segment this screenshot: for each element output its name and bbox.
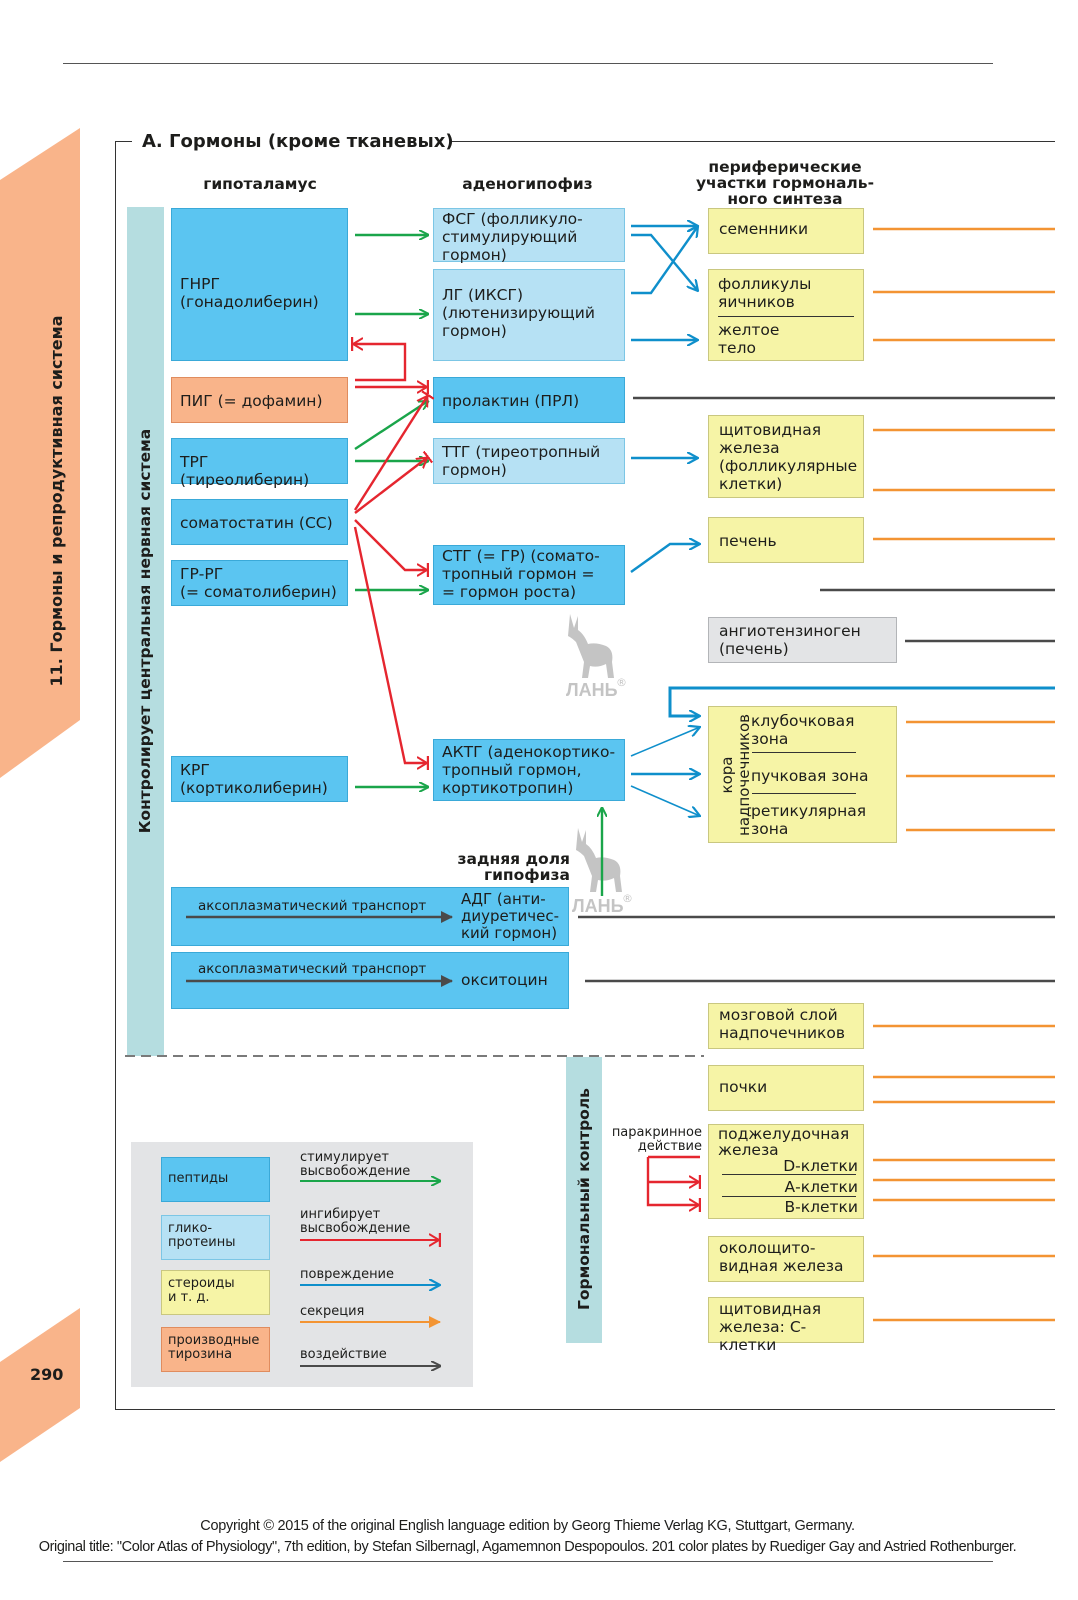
legend-secretion-label: секреция [300, 1304, 365, 1319]
trg-box: ТРГ (тиреолиберин) [171, 438, 348, 489]
frame-top-right [452, 141, 1055, 142]
cns-control-bar [127, 207, 164, 1056]
ovary-box [708, 269, 864, 361]
copyright-line-1: Copyright © 2015 of the original English… [200, 1518, 855, 1534]
liver-box: печень [708, 517, 864, 563]
oxytocin-label: окситоцин [461, 971, 548, 989]
adrenal-medulla-box: мозговой слой надпочечников [708, 1003, 864, 1049]
follicles-label: фолликулы яичников [718, 275, 812, 311]
legend-glycoproteins: глико- протеины [161, 1215, 270, 1260]
d-cells-label: D-клетки [783, 1157, 858, 1175]
top-rule [63, 63, 993, 64]
adrenal-divider-2 [752, 793, 856, 794]
parathyroid-box: околощито- видная железа [708, 1236, 864, 1282]
section-title: А. Гормоны (кроме тканевых) [142, 131, 454, 152]
header-hypothalamus: гипоталамус [203, 175, 317, 193]
fsh-box: ФСГ (фолликуло- стимулирующий гормон) [433, 208, 625, 264]
fasciculata-label: пучковая зона [751, 767, 869, 785]
frame-left [115, 141, 116, 1409]
copyright-line-2: Original title: "Color Atlas of Physiolo… [38, 1539, 1017, 1555]
watermark-1: ЛАНЬ ® [548, 612, 628, 704]
kidneys-box: почки [708, 1065, 864, 1111]
cns-control-label: Контролирует центральная нервная система [136, 428, 154, 834]
header-peripheral: периферические участки гормональ- ного с… [695, 158, 875, 208]
axoplasmic-transport-label-2: аксоплазматический транспорт [198, 961, 427, 977]
b-cells-label: В-клетки [784, 1198, 859, 1216]
glomerulosa-label: клубочковая зона [751, 712, 855, 748]
reticularis-label: ретикулярная зона [751, 802, 867, 838]
legend-steroids: стероиды и т. д. [161, 1270, 270, 1315]
watermark-2: ЛАНЬ ® [556, 826, 636, 918]
axoplasmic-transport-label-1: аксоплазматический транспорт [198, 898, 427, 914]
thyroid-c-box: щитовидная железа: С-клетки [708, 1297, 864, 1354]
watermark-mark-1: ® [616, 676, 627, 689]
thyroid-follicular-box: щитовидная железа (фолликулярные клетки) [708, 415, 864, 498]
pancreas-label: поджелудочная железа [718, 1125, 850, 1159]
frame-bottom [115, 1409, 1055, 1410]
corpus-luteum-label: желтое тело [718, 321, 780, 357]
hormonal-control-label: Гормональный контроль [575, 1088, 593, 1311]
acth-box: АКТГ (аденокортико- тропный гормон, корт… [433, 739, 625, 801]
adrenal-cortex-box [708, 706, 897, 843]
header-posterior-lobe: задняя доля гипофиза [457, 850, 570, 884]
a-cells-label: А-клетки [784, 1178, 858, 1196]
legend-effect-label: воздействие [300, 1347, 387, 1362]
page-number: 290 [30, 1365, 64, 1384]
watermark-mark-2: ® [622, 892, 633, 905]
bottom-rule [63, 1561, 993, 1562]
adh-label: АДГ (анти- диуретичес- кий гормон) [461, 890, 559, 942]
prl-box: пролактин (ПРЛ) [433, 377, 625, 423]
pig-box: ПИГ (= дофамин) [171, 377, 348, 423]
watermark-text-1: ЛАНЬ [566, 680, 618, 700]
legend-damage-label: повреждение [300, 1267, 395, 1282]
paracrine-label: паракринное действие [611, 1125, 702, 1154]
krg-box: КРГ (кортиколиберин) [171, 756, 348, 802]
frame-top-left [115, 141, 132, 142]
tsh-box: ТТГ (тиреотропный гормон) [433, 438, 625, 484]
chapter-tab-label: 11. Гормоны и репродуктивная система [47, 315, 66, 687]
legend-tyrosine: производные тирозина [161, 1327, 270, 1372]
grrg-box: ГР-РГ (= соматолиберин) [171, 560, 348, 606]
header-adenohypophysis: аденогипофиз [462, 175, 593, 193]
watermark-text-2: ЛАНЬ [572, 896, 624, 916]
pancreas-box [708, 1124, 864, 1219]
gnrg-box: ГНРГ (гонадолиберин) [171, 208, 348, 361]
hormonal-control-bar [566, 1057, 602, 1343]
deer-icon [576, 828, 622, 892]
pancreas-divider-1 [722, 1174, 856, 1175]
ovary-divider [718, 316, 854, 317]
pancreas-divider-2 [722, 1196, 856, 1197]
testes-box: семенники [708, 208, 864, 254]
legend-stimulates-label: стимулирует высвобождение [300, 1150, 411, 1179]
chapter-tab-shape [0, 128, 80, 778]
stg-box: СТГ (= ГР) (сомато- тропный гормон = = г… [433, 545, 625, 605]
lh-box: ЛГ (ИКСГ) (лютенизирующий гормон) [433, 269, 625, 361]
adrenal-divider-1 [752, 752, 856, 753]
page-tab-shape [0, 1308, 80, 1462]
ss-box: соматостатин (СС) [171, 499, 348, 545]
angiotensinogen-box: ангиотензиноген (печень) [708, 617, 897, 663]
deer-icon [568, 614, 614, 678]
legend-inhibits-label: ингибирует высвобождение [300, 1207, 411, 1236]
legend-peptides: пептиды [161, 1157, 270, 1202]
